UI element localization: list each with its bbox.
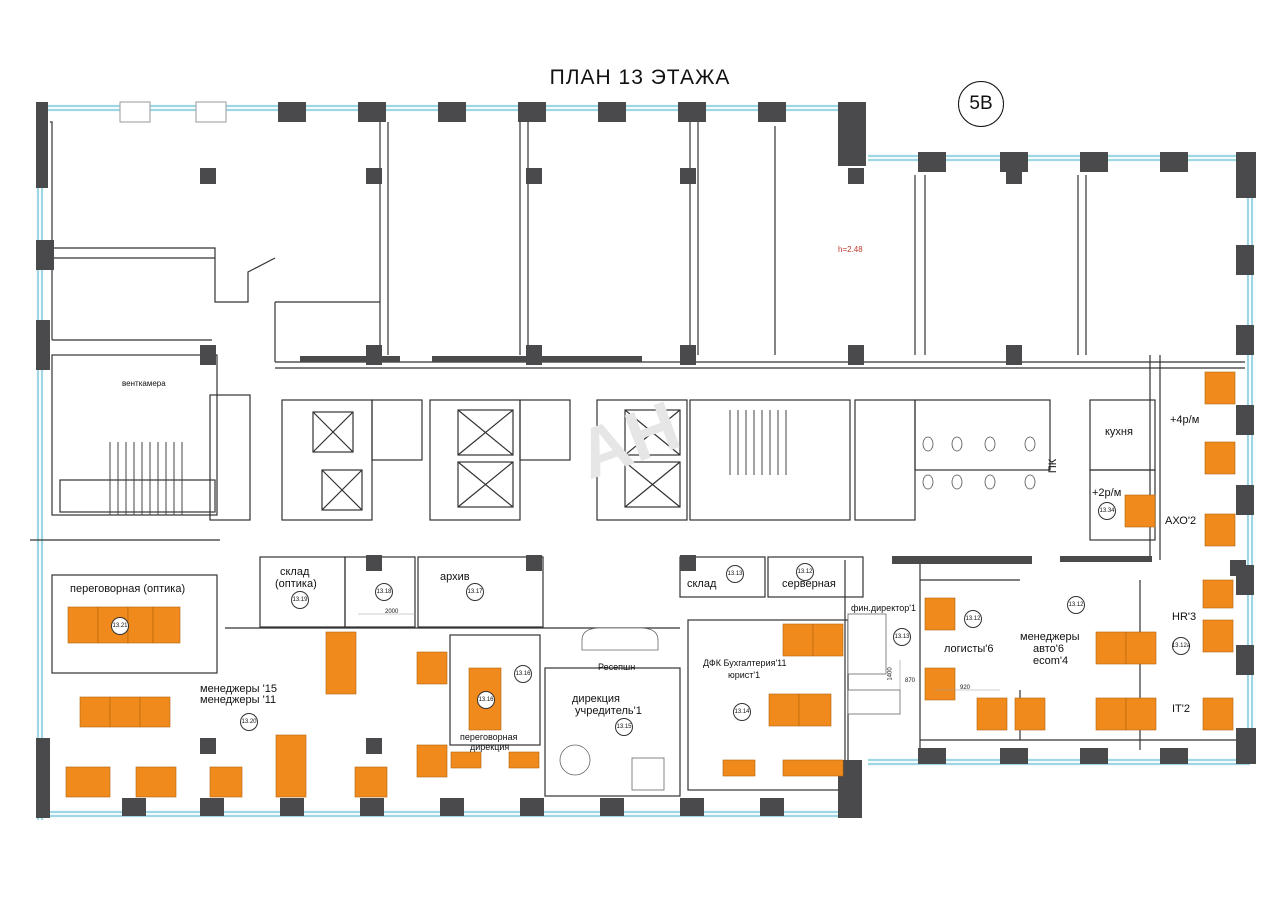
room-number-badge: 13.12 <box>796 563 814 581</box>
room-number-badge: 13.34 <box>1098 502 1116 520</box>
room-number-badge: 13.21 <box>111 617 129 635</box>
toilets <box>922 436 1036 490</box>
room-label-plus2: +2р/м <box>1092 487 1122 499</box>
elevators <box>312 409 681 511</box>
room-label-meeting-optika: переговорная (оптика) <box>70 583 186 595</box>
reception-desk <box>559 613 901 791</box>
room-label-axo: АХО'2 <box>1165 515 1197 527</box>
room-label-hr: HR'3 <box>1172 611 1197 623</box>
room-label-pk: ПК <box>1047 458 1060 474</box>
room-label-dfk-2: юрист'1 <box>728 670 761 680</box>
ceiling-height-label: h=2.48 <box>838 245 863 254</box>
room-number-badge: 13.20 <box>240 713 258 731</box>
structural-columns <box>36 102 1256 818</box>
room-label-logistics: логисты'6 <box>944 643 994 655</box>
room-label-archive: архив <box>440 571 470 583</box>
dimension-lines <box>358 613 1000 691</box>
room-number-badge: 13.17 <box>466 583 484 601</box>
room-number-badge: 13.19 <box>291 591 309 609</box>
room-number-badge: 13.14 <box>733 703 751 721</box>
room-label-managers: менеджеры '15 <box>200 683 277 695</box>
room-label-direction: дирекция <box>572 693 621 705</box>
room-number-badge: 13.12a <box>1172 637 1190 655</box>
room-number-badge: 13.12 <box>964 610 982 628</box>
room-number-badge: 13.16 <box>514 665 532 683</box>
room-label-sklad-optika-2: (оптика) <box>275 578 317 590</box>
room-label-dfk: ДФК Бухгалтерия'11 <box>703 658 787 668</box>
room-label-plus4: +4р/м <box>1170 414 1200 426</box>
room-label-mgr-auto-2: авто'6 <box>1033 643 1064 655</box>
stairs <box>109 410 787 515</box>
room-label-sklad-optika: склад <box>280 566 310 578</box>
room-label-mgr-auto: менеджеры <box>1020 631 1080 643</box>
page-title: ПЛАН 13 ЭТАЖА <box>549 66 731 89</box>
room-number-badge: 13.13 <box>893 628 911 646</box>
room-label-managers-2: менеджеры '11 <box>200 694 277 706</box>
room-label-mgr-auto-3: ecom'4 <box>1033 655 1069 667</box>
room-label-reception: Ресепшн <box>598 662 636 672</box>
room-number-badge: 13.12 <box>1067 596 1085 614</box>
room-label-it: IT'2 <box>1172 703 1190 715</box>
desks <box>65 371 1236 798</box>
section-badge: 5В <box>958 81 1004 127</box>
room-number-badge: 13.13 <box>726 565 744 583</box>
room-number-badge: 13.15 <box>615 718 633 736</box>
dimension-1400: 1400 <box>887 667 894 681</box>
room-label-direction-2: учредитель'1 <box>575 705 642 717</box>
room-label-meeting-direction-2: дирекция <box>470 742 510 752</box>
room-label-fin-director: фин.директор'1 <box>851 603 916 613</box>
vents <box>119 101 227 123</box>
room-number-badge: 13.18 <box>375 583 393 601</box>
room-number-badge: 13.16 <box>477 691 495 709</box>
room-label-kitchen: кухня <box>1105 426 1133 438</box>
room-label-sklad: склад <box>687 578 717 590</box>
dimension-870: 870 <box>905 678 916 684</box>
room-label-server: серверная <box>782 578 836 590</box>
dimension-2000: 2000 <box>385 609 399 615</box>
room-label-ventkamera: венткамера <box>122 379 166 388</box>
dimension-920: 920 <box>960 685 971 691</box>
room-label-meeting-direction: переговорная <box>460 732 518 742</box>
